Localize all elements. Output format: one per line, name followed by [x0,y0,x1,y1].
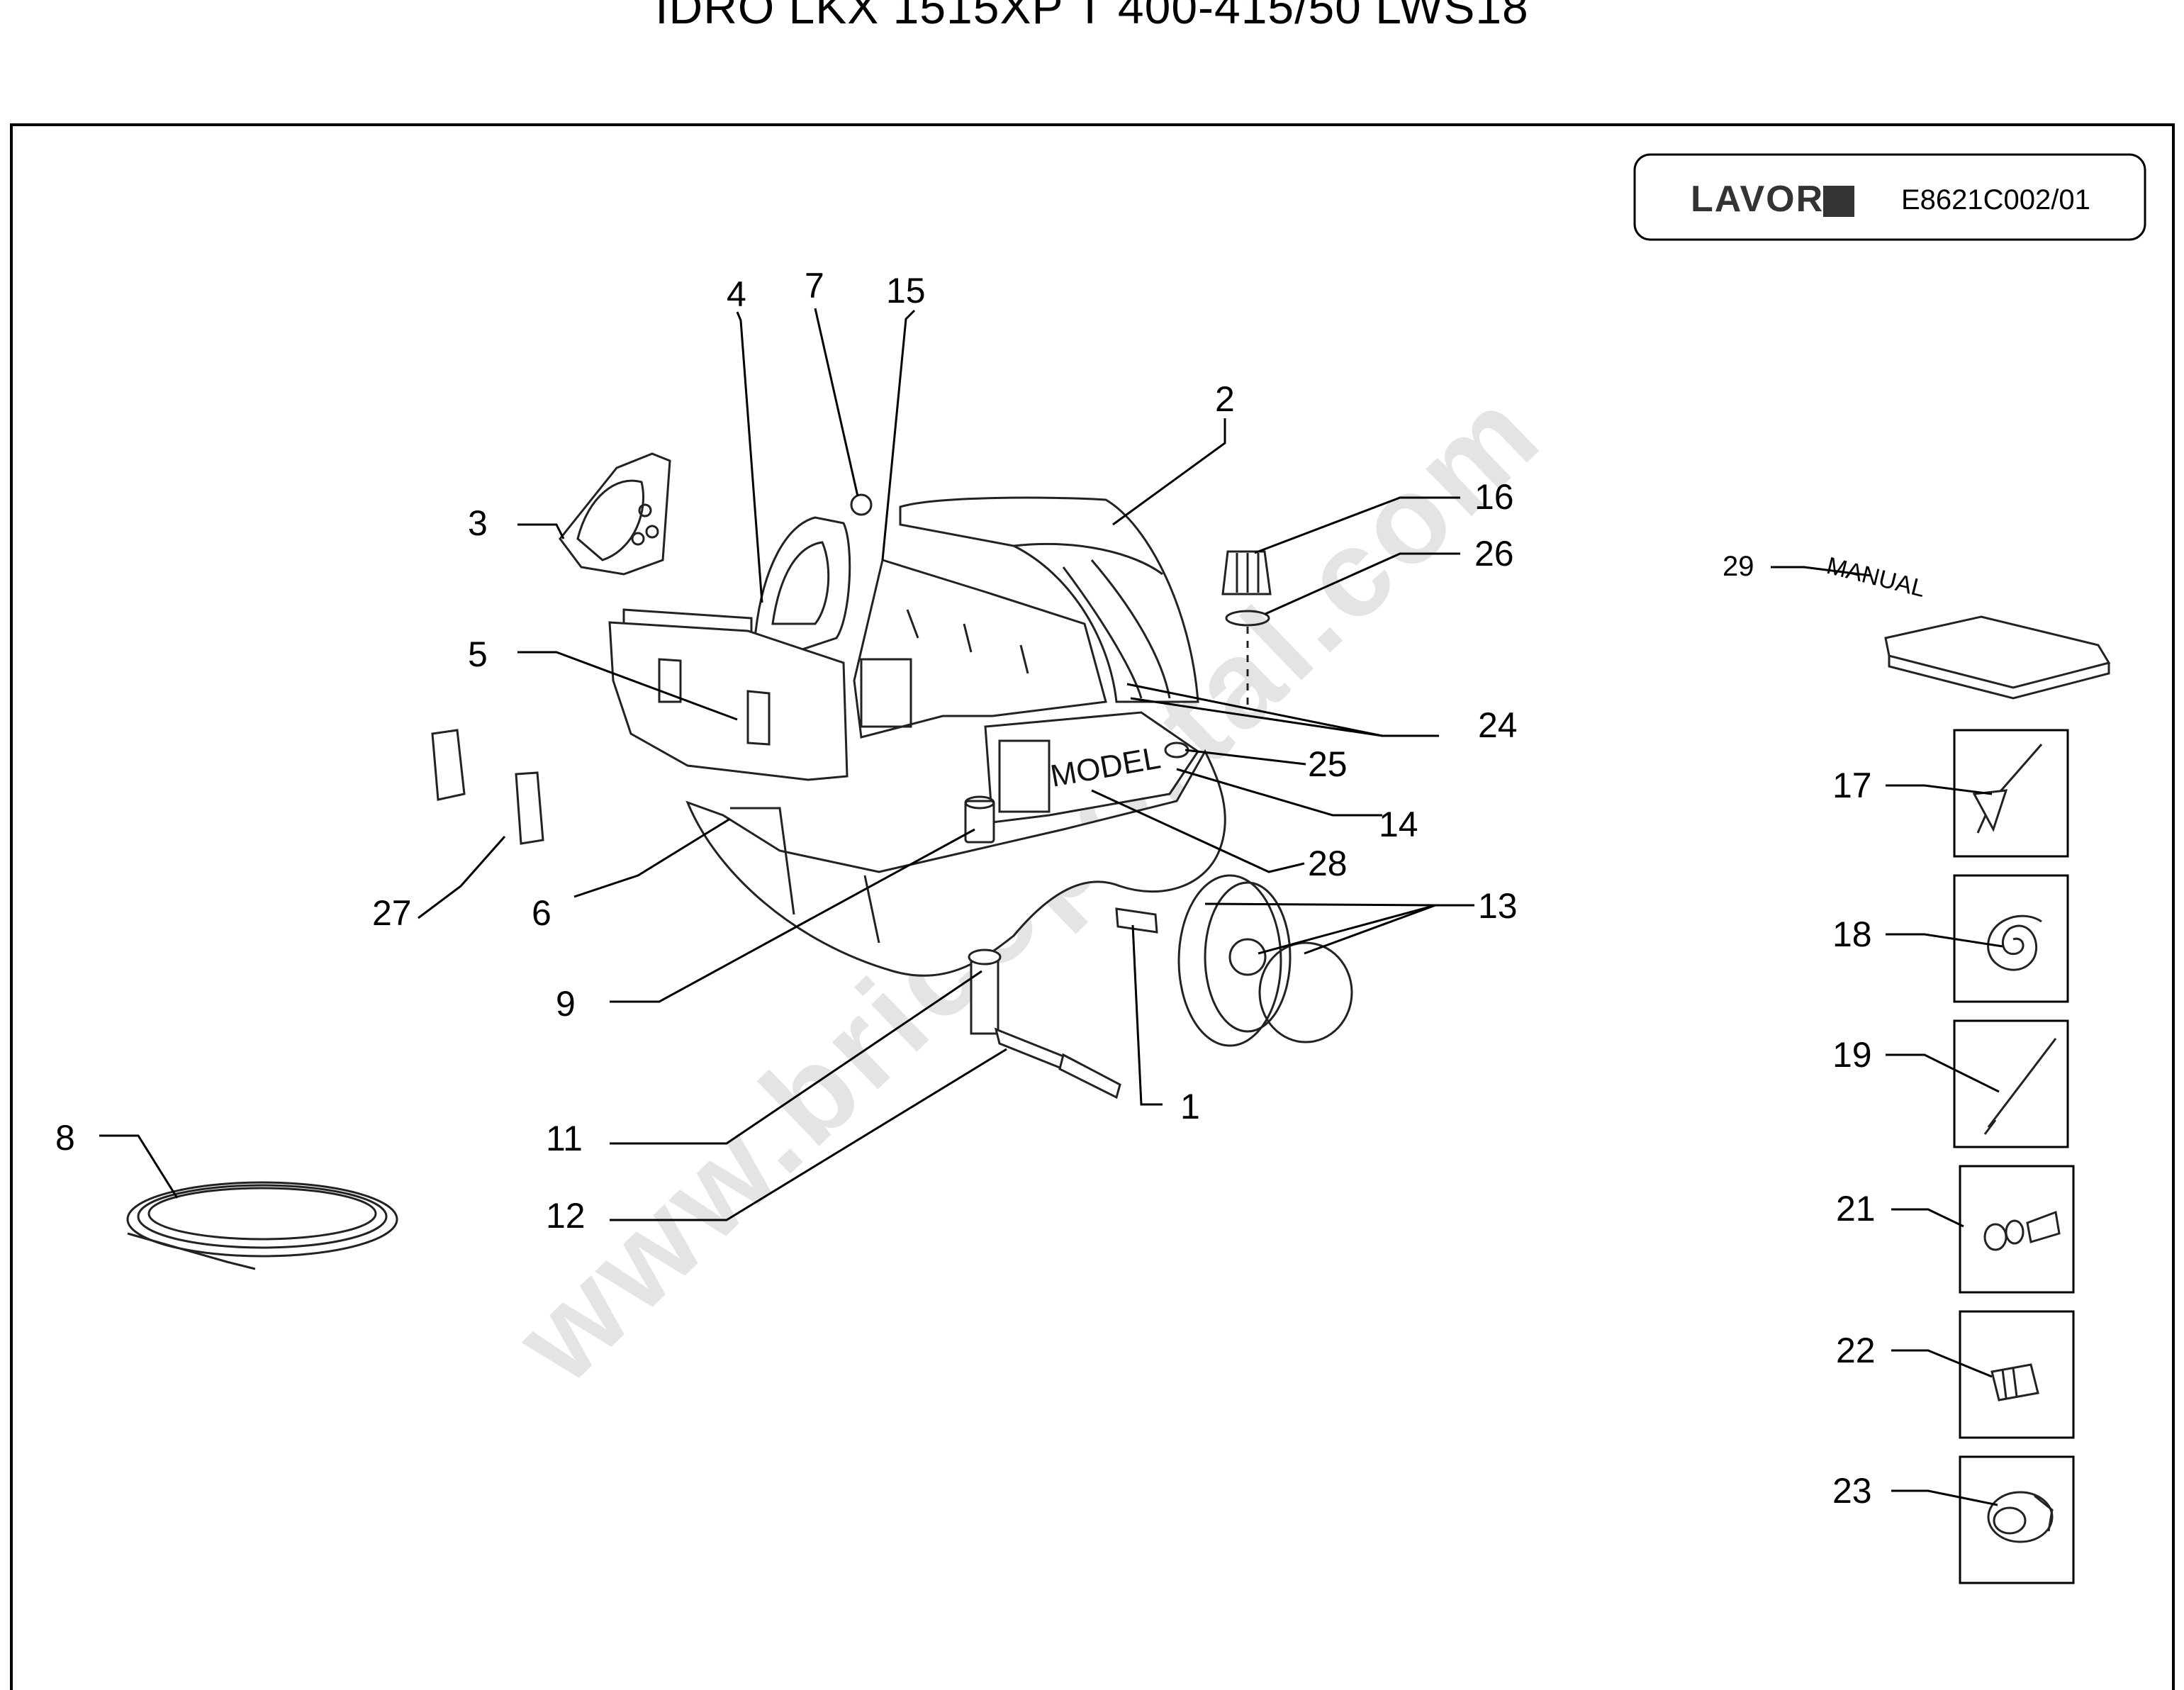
callout-24: 24 [1478,705,1518,745]
callout-23: 23 [1832,1471,1872,1511]
manual-label: MANUAL [1824,552,1928,603]
callout-15: 15 [886,271,926,310]
callout-27: 27 [372,893,412,933]
callout-2: 2 [1215,379,1235,419]
callout-18: 18 [1832,914,1872,954]
lavor-logo: LAVOR [1691,179,1824,220]
part-7-knob [850,493,873,516]
thumbnail-18-hose [1953,874,2069,1003]
callout-numbers: 1 2 3 4 5 6 7 8 9 11 12 13 14 15 16 17 1… [55,266,1876,1511]
callout-1: 1 [1180,1087,1200,1126]
part-1-pin [1115,907,1158,934]
part-8-hose-coil [126,1181,398,1270]
part-27-clips [431,729,544,845]
callout-4: 4 [727,274,746,314]
leader-lines [99,308,2003,1506]
part-12-axle [994,1027,1121,1099]
thumbnail-21-fittings [1959,1165,2075,1294]
callout-21: 21 [1836,1189,1876,1229]
part-4-handle [754,516,851,654]
callout-5: 5 [468,634,488,674]
callout-26: 26 [1474,534,1514,573]
callout-13: 13 [1478,886,1518,926]
thumbnail-22-nozzle [1959,1310,2075,1439]
callout-16: 16 [1474,477,1514,517]
document-code: E8621C002/01 [1901,184,2090,216]
callout-17: 17 [1832,766,1872,805]
part-6-base-body [685,749,1226,977]
thumbnail-23-coupling [1959,1455,2075,1584]
callout-8: 8 [55,1118,75,1158]
page-title: IDRO LKX 1515XP T 400-415/50 LWS18 [655,0,1529,33]
callout-22: 22 [1836,1331,1876,1370]
part-11-axle-mount [968,948,1002,1035]
callout-9: 9 [556,984,576,1024]
callout-6: 6 [532,893,551,933]
part-5-front-panel [608,608,849,781]
part-13-wheel [1177,874,1353,1047]
part-16-cap [1221,550,1272,595]
callout-14: 14 [1379,805,1418,844]
thumbnail-17-spray-gun [1953,729,2069,858]
part-9-mount [964,795,995,844]
callout-29: 29 [1723,551,1754,582]
callout-19: 19 [1832,1035,1872,1075]
callout-12: 12 [546,1196,586,1236]
part-3-handle-bracket [559,452,671,576]
callout-11: 11 [546,1119,583,1158]
callout-28: 28 [1308,844,1348,883]
callout-7: 7 [805,266,824,306]
thumbnail-19-lance [1953,1019,2069,1148]
diagram-frame [10,123,2175,1690]
logo-badge [1823,186,1854,217]
part-15-inner-frame [853,559,1107,739]
part-26-oring [1225,610,1270,627]
brand-box: LAVOR E8621C002/01 [1633,153,2146,241]
callout-25: 25 [1308,744,1348,784]
callout-3: 3 [468,503,488,543]
part-25-plug [1164,742,1189,759]
part-2-top-hood [899,496,1199,703]
